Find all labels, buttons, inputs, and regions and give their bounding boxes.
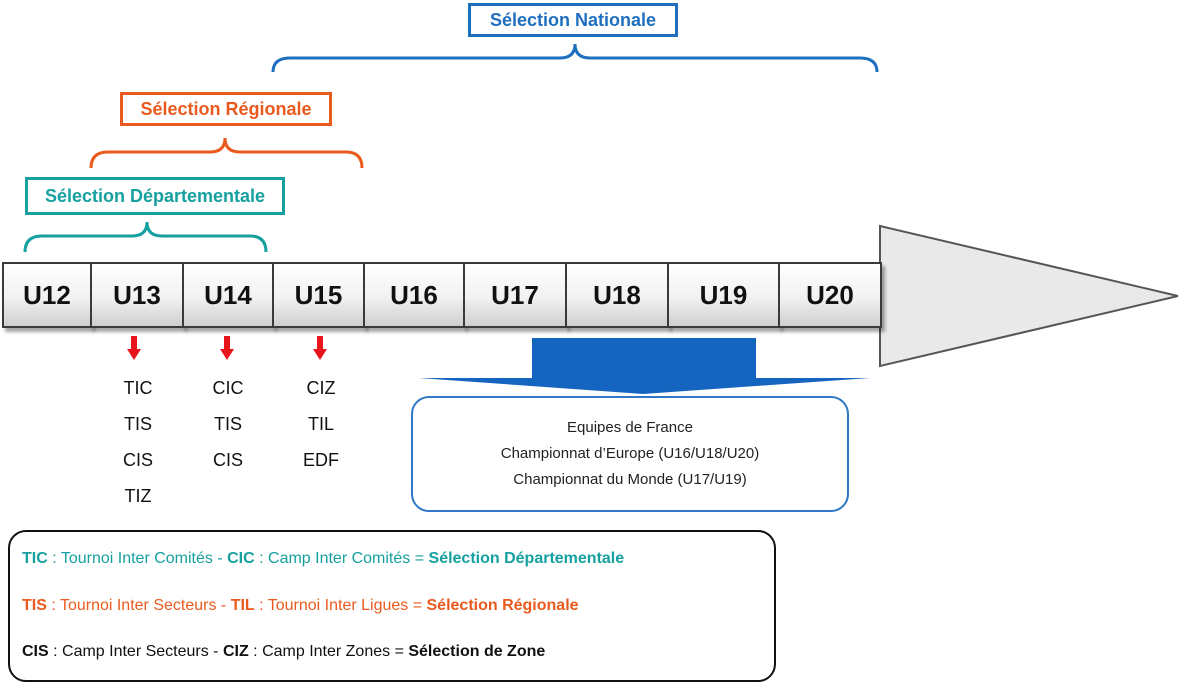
down-arrow-icon: [313, 336, 327, 360]
legend-abbr: CIS: [22, 643, 49, 660]
national-selection-label: Sélection Nationale: [468, 3, 678, 37]
age-cell-u15: U15: [272, 262, 365, 328]
national-brace: [271, 43, 879, 73]
competition-item: TIZ: [124, 486, 152, 506]
legend-abbr: TIC: [22, 550, 48, 567]
france-teams-arrow: [419, 338, 870, 394]
legend-row-zone: CIS : Camp Inter Secteurs - CIZ : Camp I…: [22, 643, 545, 661]
timeline-arrow-head: [879, 224, 1179, 368]
legend-result: Sélection de Zone: [408, 643, 546, 660]
legend-desc: : Camp Inter Secteurs -: [48, 643, 223, 660]
down-arrow-icon: [127, 336, 141, 360]
competition-item: CIZ: [306, 378, 336, 398]
departmental-selection-label: Sélection Départementale: [25, 177, 285, 215]
age-cell-u12: U12: [2, 262, 92, 328]
legend-abbr: CIZ: [222, 643, 249, 660]
u13-competitions: TIC TIS CIS TIZ: [103, 370, 173, 514]
france-teams-box: Equipes de France Championnat d’Europe (…: [411, 396, 849, 512]
legend-desc: : Tournoi Inter Comités -: [47, 550, 228, 567]
age-cell-u20: U20: [778, 262, 882, 328]
age-cell-u14: U14: [182, 262, 274, 328]
legend-desc: : Camp Inter Zones =: [248, 643, 409, 660]
legend-abbr: TIL: [230, 597, 255, 614]
competition-item: CIS: [122, 450, 153, 470]
age-cell-u19: U19: [667, 262, 780, 328]
age-cell-u18: U18: [565, 262, 669, 328]
competition-item: TIL: [307, 414, 334, 434]
competition-item: TIS: [123, 414, 152, 434]
down-arrow-icon: [220, 336, 234, 360]
age-cell-u13: U13: [90, 262, 184, 328]
france-teams-title: Equipes de France: [567, 419, 693, 436]
legend-desc: : Camp Inter Comités =: [254, 550, 429, 567]
legend-result: Sélection Régionale: [426, 597, 579, 614]
legend-row-regional: TIS : Tournoi Inter Secteurs - TIL : Tou…: [22, 597, 579, 615]
competition-item: EDF: [303, 450, 339, 470]
u14-competitions: CIC TIS CIS: [193, 370, 263, 478]
world-championship: Championnat du Monde (U17/U19): [513, 471, 747, 488]
legend-abbr: CIC: [227, 550, 255, 567]
legend-row-departmental: TIC : Tournoi Inter Comités - CIC : Camp…: [22, 550, 624, 568]
legend-result: Sélection Départementale: [428, 550, 625, 567]
age-cell-u16: U16: [363, 262, 465, 328]
departmental-brace: [23, 221, 268, 253]
competition-item: CIS: [212, 450, 243, 470]
competition-item: CIC: [212, 378, 244, 398]
legend-desc: : Tournoi Inter Secteurs -: [46, 597, 231, 614]
legend-box: TIC : Tournoi Inter Comités - CIC : Camp…: [8, 530, 776, 682]
europe-championship: Championnat d’Europe (U16/U18/U20): [500, 445, 760, 462]
legend-abbr: TIS: [22, 597, 47, 614]
regional-brace: [89, 137, 364, 169]
regional-selection-label: Sélection Régionale: [120, 92, 332, 126]
legend-desc: : Tournoi Inter Ligues =: [254, 597, 427, 614]
age-cell-u17: U17: [463, 262, 567, 328]
u15-competitions: CIZ TIL EDF: [286, 370, 356, 478]
competition-item: TIS: [213, 414, 242, 434]
competition-item: TIC: [123, 378, 153, 398]
